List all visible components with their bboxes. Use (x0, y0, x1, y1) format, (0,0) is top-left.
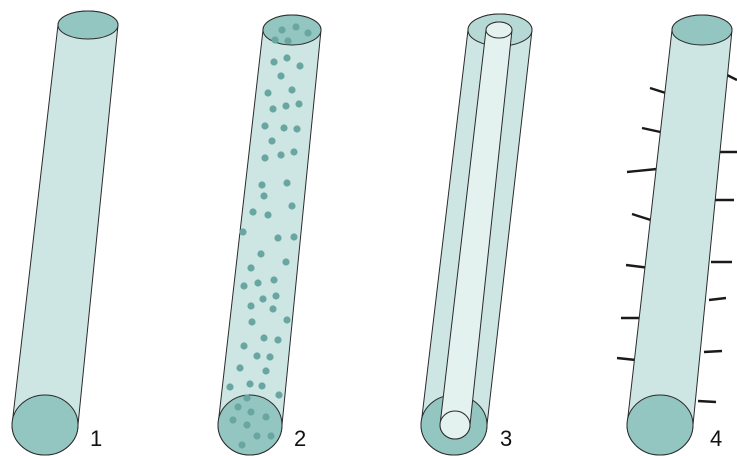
particle-dot (247, 302, 254, 309)
particle-dot (254, 279, 261, 286)
particle-dot (295, 100, 302, 107)
spine-line (709, 298, 726, 300)
particle-dot (261, 122, 268, 129)
particle-dot (253, 432, 260, 439)
particle-dot (272, 292, 279, 299)
particle-dot (240, 342, 247, 349)
cylinder-1: 1 (12, 11, 118, 455)
particle-dot (271, 36, 278, 43)
cylinder-4-body (627, 15, 732, 455)
particle-dot (260, 334, 267, 341)
cylinder-1-label: 1 (90, 426, 102, 451)
cylinder-4-top-cap (672, 15, 732, 45)
cylinder-3: 3 (421, 14, 532, 455)
cylinder-1-body (12, 11, 118, 455)
particle-dot (234, 403, 241, 410)
particle-dot (288, 86, 295, 93)
particle-dot (249, 208, 256, 215)
cylinder-1-top-cap (58, 11, 118, 39)
particle-dot (266, 353, 273, 360)
particle-dot (283, 316, 290, 323)
particle-dot (269, 105, 276, 112)
particle-dot (267, 432, 274, 439)
particle-dot (274, 234, 281, 241)
particle-dot (243, 394, 250, 401)
particle-dot (264, 89, 271, 96)
particle-dot (284, 37, 291, 44)
particle-dot (288, 202, 295, 209)
spine-line (698, 401, 716, 402)
cylinder-4-label: 4 (710, 426, 722, 451)
particle-dot (253, 352, 260, 359)
particle-dot (283, 54, 290, 61)
particle-dot (260, 192, 267, 199)
spine-line (627, 169, 657, 172)
cylinder-3-inner-bottom-cap (440, 411, 470, 439)
cylinder-1-bottom-cap (12, 395, 78, 455)
particle-dot (268, 137, 275, 144)
cylinder-2-body (218, 15, 321, 455)
particle-dot (296, 62, 303, 69)
particle-dot (290, 148, 297, 155)
particle-dot (270, 58, 277, 65)
particle-dot (259, 295, 266, 302)
particle-dot (283, 179, 290, 186)
particle-dot (278, 26, 285, 33)
cylinder-4: 4 (617, 15, 737, 455)
particle-dot (277, 72, 284, 79)
cylinder-3-inner-top-cap (486, 22, 512, 38)
spine-line (704, 351, 722, 352)
cylinder-4-bottom-cap (627, 395, 693, 455)
cylinder-2-label: 2 (294, 426, 306, 451)
particle-dot (269, 305, 276, 312)
particle-dot (262, 413, 269, 420)
particle-dot (246, 380, 253, 387)
particle-dot (243, 421, 250, 428)
particle-dot (239, 228, 246, 235)
particle-dot (261, 154, 268, 161)
particle-dot (304, 29, 311, 36)
particle-dot (277, 151, 284, 158)
particle-dot (274, 336, 281, 343)
cylinder-2: 2 (218, 15, 321, 455)
particle-dot (262, 367, 269, 374)
particle-dot (280, 124, 287, 131)
particle-dot (248, 318, 255, 325)
particle-dot (238, 441, 245, 448)
particle-dot (275, 391, 282, 398)
particle-dot (258, 382, 265, 389)
particle-dot (247, 264, 254, 271)
particle-dot (258, 181, 265, 188)
cylinder-3-label: 3 (500, 426, 512, 451)
particle-dot (240, 282, 247, 289)
spine-line (617, 358, 636, 360)
particle-dot (229, 416, 236, 423)
particle-dot (257, 250, 264, 257)
particle-dot (282, 102, 289, 109)
particle-dot (292, 23, 299, 30)
particle-dot (282, 258, 289, 265)
particle-dot (270, 276, 277, 283)
particle-dot (264, 211, 271, 218)
particle-dot (290, 233, 297, 240)
particle-dot (247, 408, 254, 415)
particle-dot (293, 125, 300, 132)
particle-dot (226, 383, 233, 390)
particle-dot (236, 364, 243, 371)
